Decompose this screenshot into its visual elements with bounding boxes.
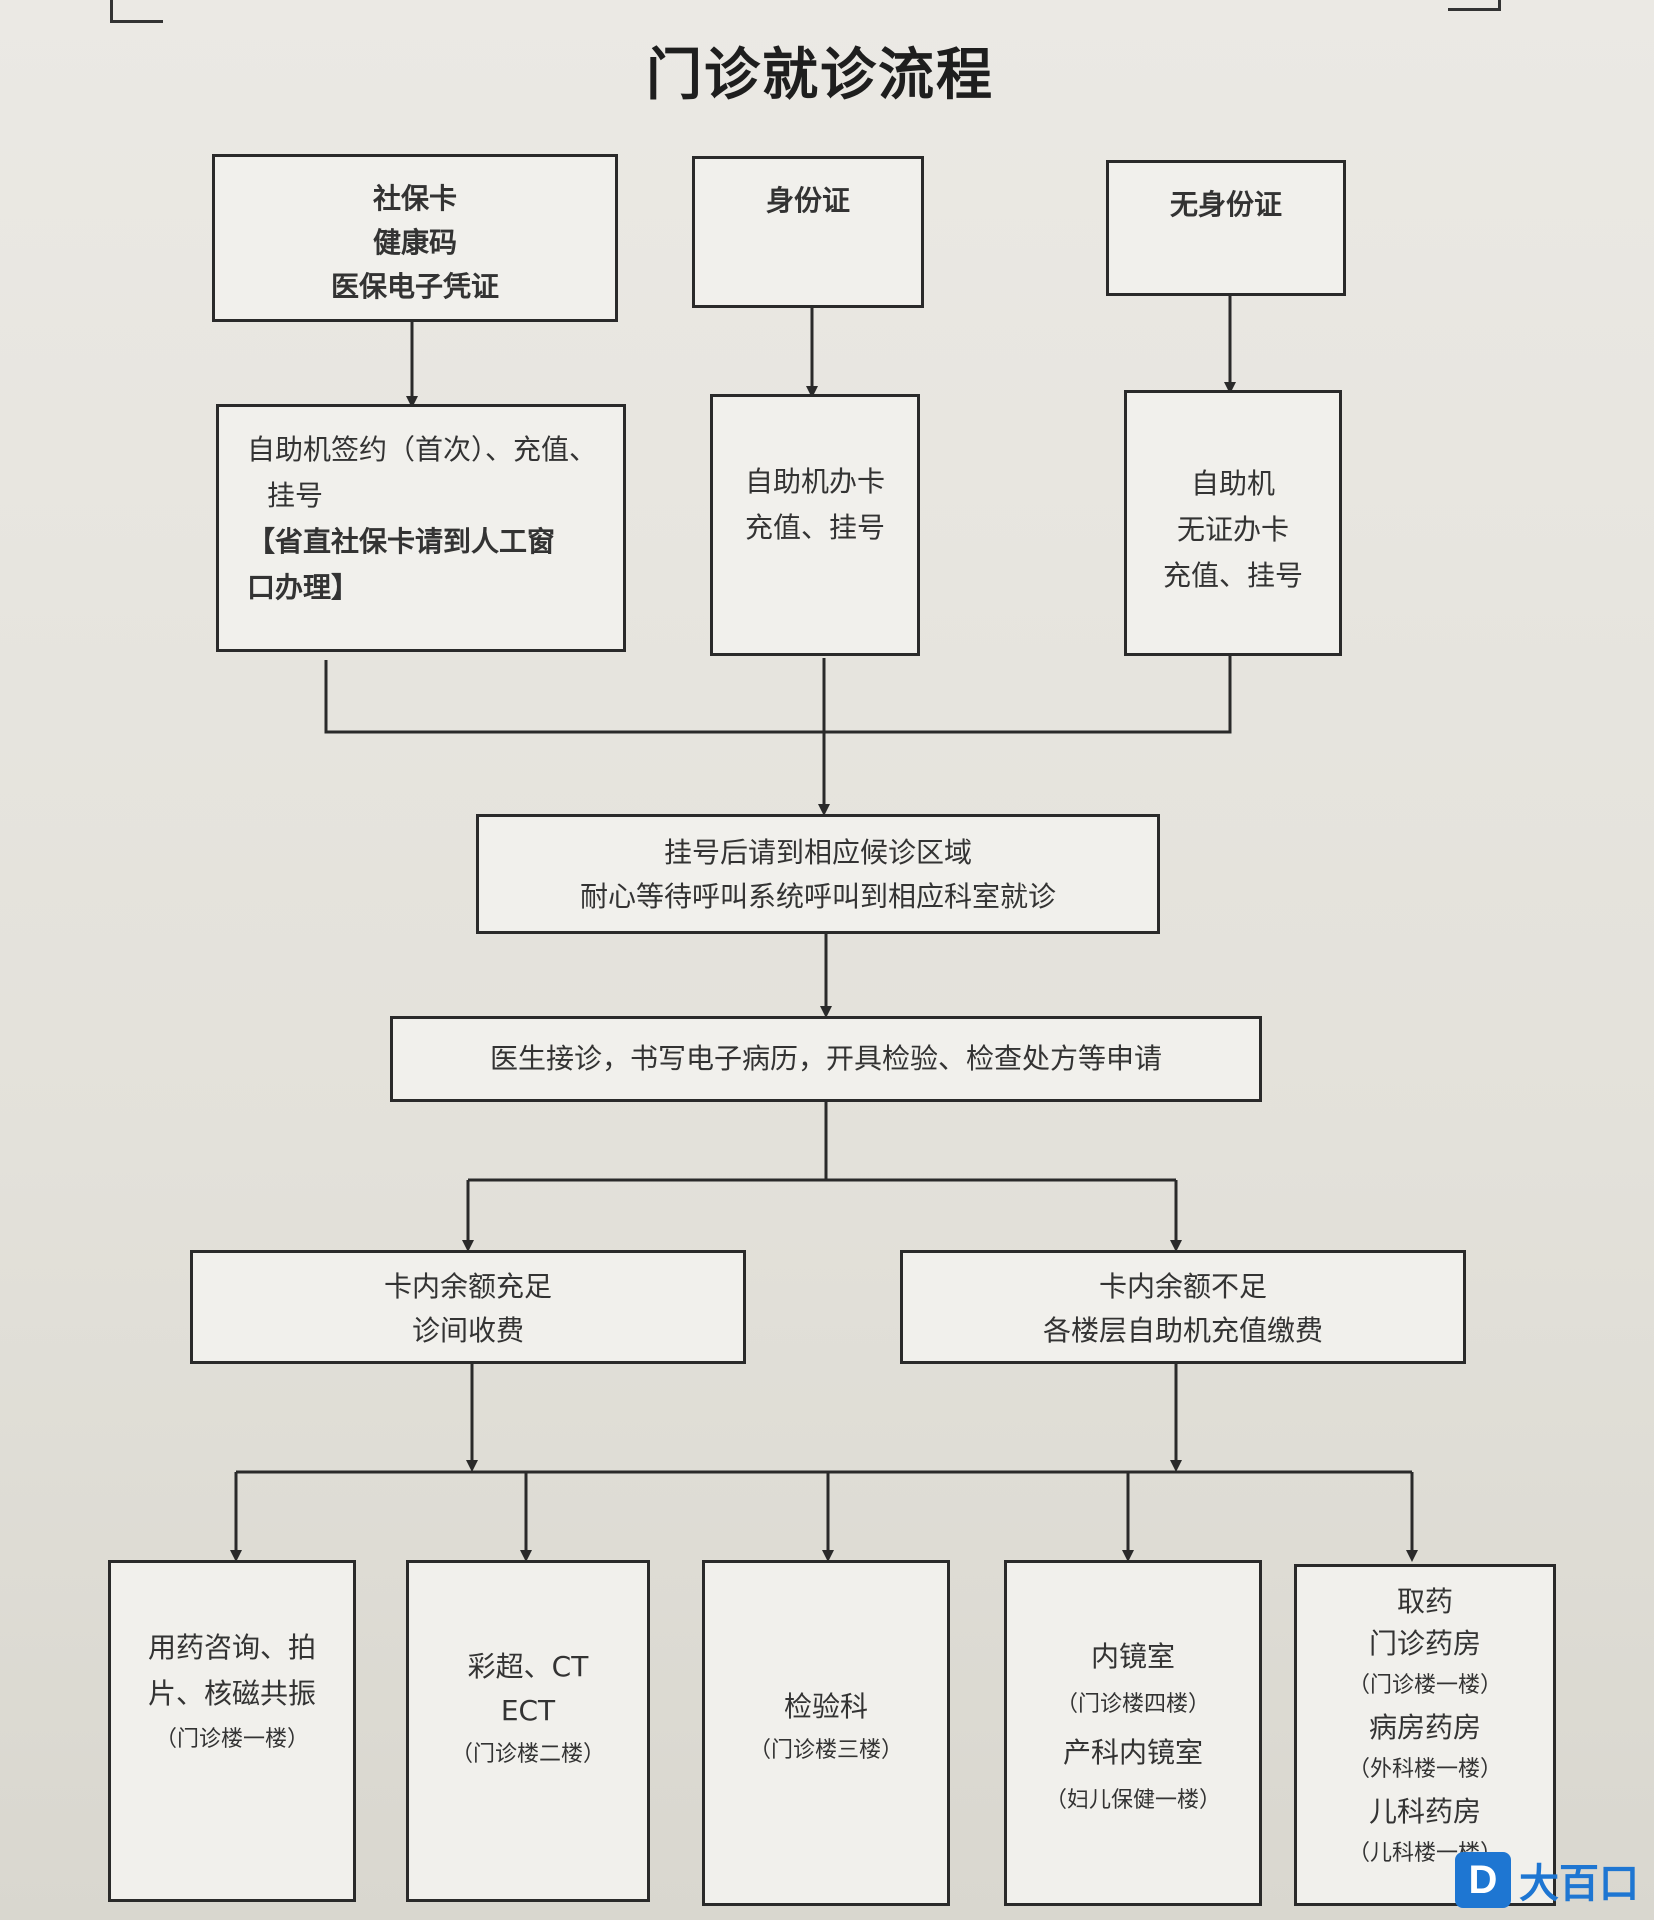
box-line: 自助机办卡 <box>744 465 885 498</box>
box-line: 内镜室 <box>1090 1640 1175 1673</box>
page-corner-mark-left <box>110 0 163 23</box>
box-selfservice-idcard: 自助机办卡 充值、挂号 <box>710 394 920 656</box>
box-line: 无身份证 <box>1169 188 1282 221</box>
box-line: 用药咨询、拍 <box>147 1631 316 1664</box>
box-social-security-card: 社保卡 健康码 医保电子凭证 <box>212 154 618 322</box>
box-line: 取药 <box>1396 1585 1453 1618</box>
box-line: 健康码 <box>372 226 457 259</box>
box-line: 病房药房 <box>1368 1711 1481 1744</box>
box-dept-pharmacy: 取药 门诊药房 （门诊楼一楼） 病房药房 （外科楼一楼） 儿科药房 （儿科楼一楼… <box>1294 1564 1556 1906</box>
box-dept-consult-xray-mri: 用药咨询、拍 片、核磁共振 （门诊楼一楼） <box>108 1560 356 1902</box>
box-balance-sufficient: 卡内余额充足 诊间收费 <box>190 1250 746 1364</box>
box-line: 检验科 <box>783 1690 868 1723</box>
box-line: 挂号后请到相应候诊区域 <box>663 836 972 869</box>
box-line: （妇儿保健一楼） <box>1044 1788 1221 1813</box>
box-line: 社保卡 <box>372 182 457 215</box>
box-line: 挂号 <box>267 479 324 512</box>
box-line: （门诊楼一楼） <box>154 1727 309 1752</box>
box-wait-for-call: 挂号后请到相应候诊区域 耐心等待呼叫系统呼叫到相应科室就诊 <box>476 814 1160 934</box>
box-line: 耐心等待呼叫系统呼叫到相应科室就诊 <box>579 880 1056 913</box>
box-line: （门诊楼四楼） <box>1055 1692 1210 1717</box>
watermark-logo: D 大百口 <box>1455 1850 1645 1910</box>
box-balance-insufficient: 卡内余额不足 各楼层自助机充值缴费 <box>900 1250 1466 1364</box>
box-line: （外科楼一楼） <box>1347 1757 1502 1782</box>
box-line: 口办理】 <box>247 571 360 604</box>
box-dept-laboratory: 检验科 （门诊楼三楼） <box>702 1560 950 1906</box>
box-line: 诊间收费 <box>411 1314 524 1347</box>
box-line: 自助机签约（首次）、充值、 <box>247 433 598 466</box>
box-line: 【省直社保卡请到人工窗 <box>247 525 556 558</box>
box-line: 无证办卡 <box>1176 513 1289 546</box>
watermark-text: 大百口 <box>1519 1861 1639 1907</box>
box-dept-ultrasound-ct: 彩超、CT ECT （门诊楼二楼） <box>406 1560 650 1902</box>
box-line: （门诊楼二楼） <box>450 1742 605 1767</box>
box-id-card: 身份证 <box>692 156 924 308</box>
box-doctor-consultation: 医生接诊，书写电子病历，开具检验、检查处方等申请 <box>390 1016 1262 1102</box>
box-line: 产科内镜室 <box>1062 1736 1203 1769</box>
box-line: 门诊药房 <box>1368 1627 1481 1660</box>
page-title: 门诊就诊流程 <box>646 42 994 108</box>
box-line: 充值、挂号 <box>744 511 885 544</box>
box-line: （门诊楼一楼） <box>1347 1673 1502 1698</box>
box-line: 卡内余额充足 <box>383 1270 552 1303</box>
box-dept-endoscopy: 内镜室 （门诊楼四楼） 产科内镜室 （妇儿保健一楼） <box>1004 1560 1262 1906</box>
box-selfservice-sbk: 自助机签约（首次）、充值、 挂号 【省直社保卡请到人工窗 口办理】 <box>216 404 626 652</box>
box-selfservice-noid: 自助机 无证办卡 充值、挂号 <box>1124 390 1342 656</box>
box-line: 各楼层自助机充值缴费 <box>1042 1314 1323 1347</box>
box-line: 医保电子凭证 <box>330 270 499 303</box>
box-line: 儿科药房 <box>1368 1795 1481 1828</box>
box-line: 充值、挂号 <box>1162 559 1303 592</box>
box-line: 彩超、CT <box>467 1650 589 1683</box>
box-line: 自助机 <box>1190 467 1275 500</box>
page-corner-mark-right <box>1448 0 1501 11</box>
merge-line <box>324 656 1232 734</box>
box-line: 医生接诊，书写电子病历，开具检验、检查处方等申请 <box>489 1042 1162 1075</box>
watermark-d-icon: D <box>1455 1852 1511 1908</box>
box-line: 卡内余额不足 <box>1098 1270 1267 1303</box>
box-line: （门诊楼三楼） <box>748 1738 903 1763</box>
box-line: 片、核磁共振 <box>147 1677 316 1710</box>
box-no-id-card: 无身份证 <box>1106 160 1346 296</box>
box-line: ECT <box>500 1694 556 1727</box>
box-line: 身份证 <box>765 184 850 217</box>
